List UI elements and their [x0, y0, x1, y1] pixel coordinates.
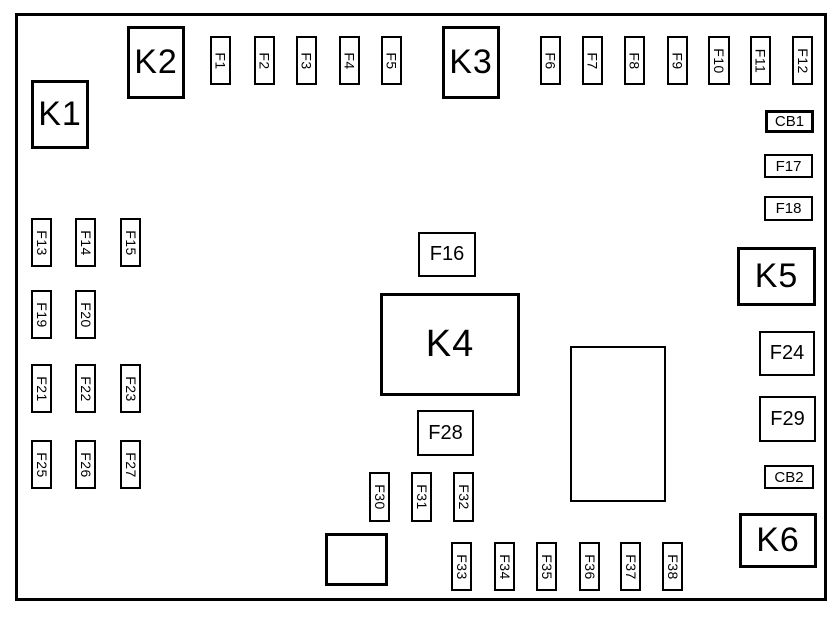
fuse-f18-label: F18: [775, 200, 802, 217]
fuse-f21: F21: [31, 364, 52, 413]
cb2-label: CB2: [774, 468, 804, 486]
circuit-breaker-cb1: CB1: [765, 110, 814, 133]
fuse-f2: F2: [254, 36, 275, 85]
fuse-f23: F23: [120, 364, 141, 413]
fuse-f25: F25: [31, 440, 52, 489]
fuse-f7-label: F7: [584, 51, 601, 70]
fuse-f4: F4: [339, 36, 360, 85]
circuit-breaker-cb2: CB2: [764, 465, 814, 489]
fuse-f11-label: F11: [752, 48, 769, 73]
fuse-f13: F13: [31, 218, 52, 267]
fuse-f25-label: F25: [33, 451, 50, 478]
fuse-f35-label: F35: [538, 553, 555, 580]
fuse-f37: F37: [620, 542, 641, 591]
relay-k5-label: K5: [754, 257, 799, 295]
fuse-f5-label: F5: [383, 51, 400, 70]
fuse-f31: F31: [411, 472, 432, 522]
fuse-f29-label: F29: [770, 407, 805, 430]
relay-k4-label: K4: [425, 323, 475, 365]
fuse-f21-label: F21: [33, 375, 50, 402]
fuse-f12-label: F12: [794, 47, 811, 74]
fuse-f29: F29: [759, 396, 816, 442]
relay-k4: K4: [380, 293, 520, 396]
fuse-f33: F33: [451, 542, 472, 591]
fuse-f22-label: F22: [77, 375, 94, 402]
fuse-f38: F38: [662, 542, 683, 591]
fuse-f26-label: F26: [77, 451, 94, 478]
fuse-f24: F24: [759, 331, 815, 376]
fuse-f1: F1: [210, 36, 231, 85]
fuse-f14: F14: [75, 218, 96, 267]
fuse-f35: F35: [536, 542, 557, 591]
fuse-f20: F20: [75, 290, 96, 339]
fuse-f5: F5: [381, 36, 402, 85]
fuse-f6: F6: [540, 36, 561, 85]
fuse-f27-label: F27: [122, 451, 139, 478]
fuse-f15: F15: [120, 218, 141, 267]
fuse-f34-label: F34: [496, 553, 513, 580]
fuse-f32-label: F32: [455, 484, 472, 510]
fuse-f36: F36: [579, 542, 600, 591]
panel-outline: K1 K2 K3 K4 K5 K6 F1 F2 F3 F4 F5 F6 F7 F…: [15, 13, 827, 601]
relay-k1-label: K1: [38, 95, 82, 133]
fuse-f37-label: F37: [622, 553, 639, 580]
relay-k1: K1: [31, 80, 89, 149]
fuse-f22: F22: [75, 364, 96, 413]
relay-k3: K3: [442, 26, 500, 99]
fuse-f18: F18: [764, 196, 813, 221]
fuse-f16: F16: [418, 232, 476, 277]
relay-k5: K5: [737, 247, 816, 306]
unlabeled-box-small: [325, 533, 388, 586]
fuse-f17: F17: [764, 154, 813, 178]
fuse-f3-label: F3: [298, 51, 315, 70]
fuse-f36-label: F36: [581, 553, 598, 580]
unlabeled-box-large: [570, 346, 666, 502]
relay-k6: K6: [739, 513, 817, 568]
fuse-f6-label: F6: [542, 51, 559, 70]
fuse-f30-label: F30: [371, 484, 388, 510]
fuse-f38-label: F38: [664, 553, 681, 580]
fuse-f31-label: F31: [413, 484, 430, 510]
fuse-f9: F9: [667, 36, 688, 85]
fuse-f32: F32: [453, 472, 474, 522]
relay-k3-label: K3: [449, 43, 493, 81]
fuse-f10: F10: [708, 36, 730, 85]
fuse-f7: F7: [582, 36, 603, 85]
fuse-f30: F30: [369, 472, 390, 522]
fuse-f34: F34: [494, 542, 515, 591]
fuse-f28-label: F28: [428, 421, 463, 444]
fuse-f2-label: F2: [256, 51, 273, 70]
fuse-f24-label: F24: [769, 342, 805, 364]
relay-k2-label: K2: [134, 43, 178, 81]
fuse-f20-label: F20: [77, 301, 94, 328]
fuse-f16-label: F16: [429, 243, 465, 265]
fuse-f11: F11: [750, 36, 771, 85]
fuse-f13-label: F13: [33, 229, 50, 256]
relay-k6-label: K6: [756, 521, 800, 559]
fuse-f19-label: F19: [33, 301, 50, 328]
fuse-f10-label: F10: [711, 47, 727, 74]
fuse-f23-label: F23: [122, 375, 139, 402]
fuse-f19: F19: [31, 290, 52, 339]
fuse-f14-label: F14: [77, 229, 94, 256]
relay-k2: K2: [127, 26, 185, 99]
fuse-f15-label: F15: [122, 229, 139, 256]
fuse-f3: F3: [296, 36, 317, 85]
cb1-label: CB1: [774, 113, 805, 130]
fuse-f27: F27: [120, 440, 141, 489]
fuse-f17-label: F17: [775, 157, 802, 175]
fuse-f33-label: F33: [453, 553, 470, 580]
fuse-f26: F26: [75, 440, 96, 489]
fuse-f4-label: F4: [341, 51, 358, 70]
fuse-f12: F12: [792, 36, 813, 85]
fuse-f8: F8: [624, 36, 645, 85]
fuse-f8-label: F8: [626, 51, 643, 70]
fuse-f28: F28: [417, 410, 474, 456]
fuse-f1-label: F1: [212, 51, 229, 70]
fuse-f9-label: F9: [669, 51, 686, 70]
